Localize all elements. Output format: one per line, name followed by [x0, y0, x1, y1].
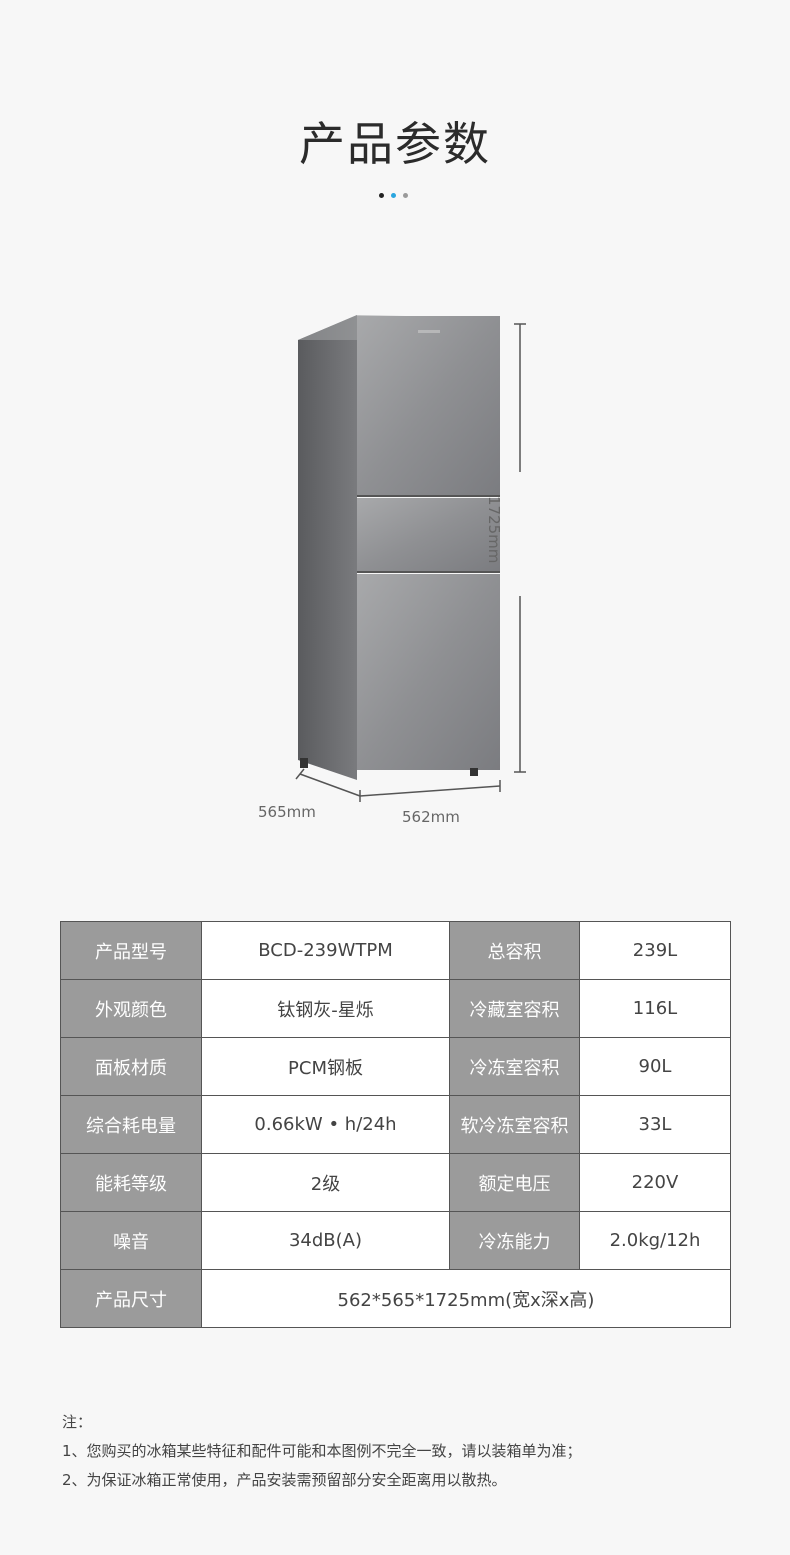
spec-value: 0.66kW • h/24h — [201, 1095, 450, 1154]
spec-value: 239L — [579, 921, 731, 980]
table-row: 综合耗电量 0.66kW • h/24h 软冷冻室容积 33L — [60, 1095, 731, 1154]
spec-key: 产品型号 — [60, 921, 202, 980]
spec-key: 噪音 — [60, 1211, 202, 1270]
table-row: 噪音 34dB(A) 冷冻能力 2.0kg/12h — [60, 1211, 731, 1270]
height-dimension-label: 1725mm — [485, 496, 503, 564]
carousel-dots — [379, 193, 413, 199]
note-item: 2、为保证冰箱正常使用，产品安装需预留部分安全距离用以散热。 — [62, 1471, 507, 1489]
spec-value: 116L — [579, 979, 731, 1038]
spec-key: 综合耗电量 — [60, 1095, 202, 1154]
spec-key: 软冷冻室容积 — [449, 1095, 580, 1154]
spec-value: 90L — [579, 1037, 731, 1096]
spec-value: 220V — [579, 1153, 731, 1212]
spec-value: 2.0kg/12h — [579, 1211, 731, 1270]
spec-value: 33L — [579, 1095, 731, 1154]
spec-key: 冷冻能力 — [449, 1211, 580, 1270]
width-dimension-label: 562mm — [402, 808, 460, 826]
spec-key: 额定电压 — [449, 1153, 580, 1212]
spec-key: 产品尺寸 — [60, 1269, 202, 1328]
spec-value: PCM钢板 — [201, 1037, 450, 1096]
dot-2-active — [391, 193, 396, 198]
table-row: 面板材质 PCM钢板 冷冻室容积 90L — [60, 1037, 731, 1096]
notes-heading: 注： — [62, 1413, 93, 1431]
depth-dimension-label: 565mm — [258, 803, 316, 821]
spec-table: 产品型号 BCD-239WTPM 总容积 239L 外观颜色 钛钢灰-星烁 冷藏… — [60, 921, 731, 1328]
spec-key: 冷藏室容积 — [449, 979, 580, 1038]
spec-value: 34dB(A) — [201, 1211, 450, 1270]
note-item: 1、您购买的冰箱某些特征和配件可能和本图例不完全一致，请以装箱单为准； — [62, 1442, 582, 1460]
spec-value: 2级 — [201, 1153, 450, 1212]
spec-key: 外观颜色 — [60, 979, 202, 1038]
spec-key: 能耗等级 — [60, 1153, 202, 1212]
spec-value: 钛钢灰-星烁 — [201, 979, 450, 1038]
spec-key: 面板材质 — [60, 1037, 202, 1096]
spec-key: 冷冻室容积 — [449, 1037, 580, 1096]
page-title: 产品参数 — [299, 117, 491, 171]
spec-key: 总容积 — [449, 921, 580, 980]
table-row: 产品尺寸 562*565*1725mm(宽x深x高) — [60, 1269, 731, 1328]
fridge-illustration — [295, 315, 526, 802]
dot-1 — [379, 193, 384, 198]
notes: 注： 1、您购买的冰箱某些特征和配件可能和本图例不完全一致，请以装箱单为准； 2… — [62, 1408, 582, 1495]
table-row: 外观颜色 钛钢灰-星烁 冷藏室容积 116L — [60, 979, 731, 1038]
spec-value: BCD-239WTPM — [201, 921, 450, 980]
spec-value-size: 562*565*1725mm(宽x深x高) — [201, 1269, 731, 1328]
table-row: 能耗等级 2级 额定电压 220V — [60, 1153, 731, 1212]
table-row: 产品型号 BCD-239WTPM 总容积 239L — [60, 921, 731, 980]
dot-3 — [403, 193, 408, 198]
